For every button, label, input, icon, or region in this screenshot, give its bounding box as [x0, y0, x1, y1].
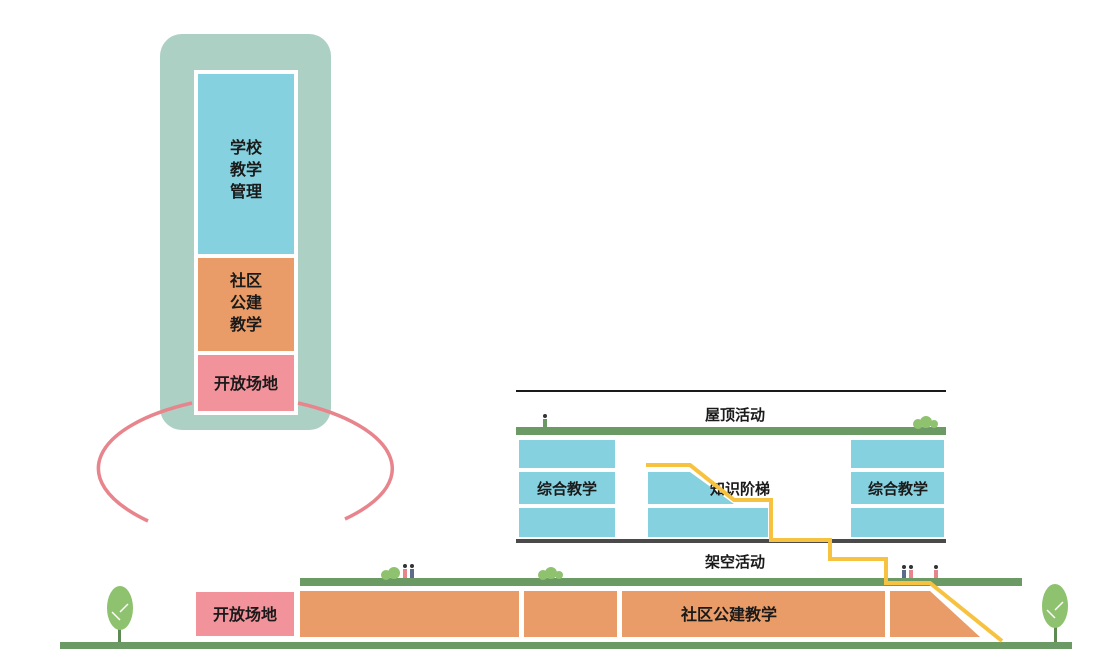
- program-stack: 学校 教学 管理 社区 公建 教学 开放场地: [96, 34, 394, 523]
- school-management-line-1: 学校: [230, 138, 263, 157]
- right-teaching-label: 综合教学: [868, 480, 928, 498]
- school-management-line-2: 教学: [230, 160, 262, 179]
- open-space-section-block: [196, 592, 294, 636]
- right-teaching-floor-3: [851, 508, 944, 537]
- community-teaching-line-2: 公建: [230, 293, 262, 312]
- tree-left-icon: [107, 586, 133, 642]
- ellipse-arc-right: [297, 401, 394, 521]
- community-teaching-block: [198, 258, 294, 351]
- roof-activity-label: 屋顶活动: [705, 406, 765, 424]
- knowledge-stair-upper: [648, 472, 734, 504]
- open-space-block: [198, 355, 294, 411]
- podium-roof-slab: [300, 578, 1022, 586]
- ellipse-arc-left: [96, 401, 193, 523]
- shrub-roof-right-icon: [913, 416, 938, 429]
- roof-line: [516, 390, 946, 392]
- roof-slab: [516, 427, 946, 435]
- stilt-activity-label: 架空活动: [704, 553, 765, 571]
- knowledge-stair-lower: [648, 508, 768, 537]
- people-podium-right-icon: [902, 565, 938, 578]
- shrub-podium-left-icon: [381, 567, 400, 580]
- podium-block-2: [524, 591, 617, 637]
- left-teaching-floor-1: [519, 440, 615, 468]
- building-section: 屋顶活动 综合教学 知识阶梯 综合教学 架空活动 社区公建教学 开放场地: [60, 390, 1072, 649]
- school-management-block: [198, 74, 294, 254]
- open-space-label-stack: 开放场地: [214, 374, 278, 393]
- community-teaching-section-label: 社区公建教学: [680, 605, 777, 624]
- left-teaching-label: 综合教学: [537, 480, 597, 498]
- community-teaching-line-1: 社区: [229, 271, 262, 290]
- people-podium-left-icon: [403, 564, 414, 578]
- left-teaching-floor-2: [519, 472, 615, 504]
- right-teaching-floor-2: [851, 472, 944, 504]
- ground-line: [60, 642, 1072, 649]
- person-roof-icon: [543, 414, 547, 427]
- tree-right-icon: [1042, 584, 1068, 642]
- left-teaching-floor-3: [519, 508, 615, 537]
- stair-path: [646, 463, 1004, 643]
- podium-block-3: [622, 591, 885, 637]
- right-teaching-floor-1: [851, 440, 944, 468]
- community-teaching-line-3: 教学: [230, 315, 262, 334]
- shrub-podium-mid-icon: [538, 567, 563, 580]
- podium-block-1: [300, 591, 519, 637]
- school-management-line-3: 管理: [230, 182, 262, 201]
- open-space-section-label: 开放场地: [213, 605, 277, 624]
- podium-block-4: [890, 591, 980, 637]
- lower-slab: [516, 539, 946, 543]
